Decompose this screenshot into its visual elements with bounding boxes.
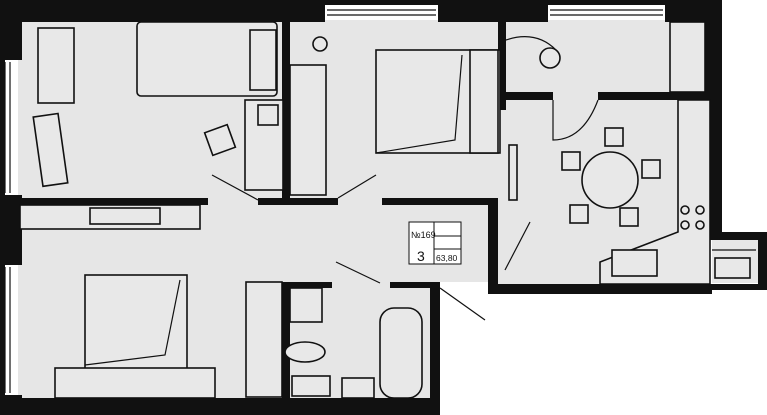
- room-count: 3: [417, 248, 425, 264]
- apartment-number: №169: [411, 230, 436, 240]
- living-room-furniture: [19, 21, 486, 321]
- bathroom-fixtures: [284, 287, 423, 399]
- apartment-label: №169 3 63,80: [408, 221, 462, 265]
- floor-area: [18, 20, 710, 400]
- bedroom-1-furniture: [289, 36, 518, 201]
- bedroom-2-furniture: [54, 274, 283, 399]
- apartment-area: 63,80: [436, 253, 458, 263]
- windows: [4, 9, 756, 393]
- kitchen-furniture: [504, 21, 751, 285]
